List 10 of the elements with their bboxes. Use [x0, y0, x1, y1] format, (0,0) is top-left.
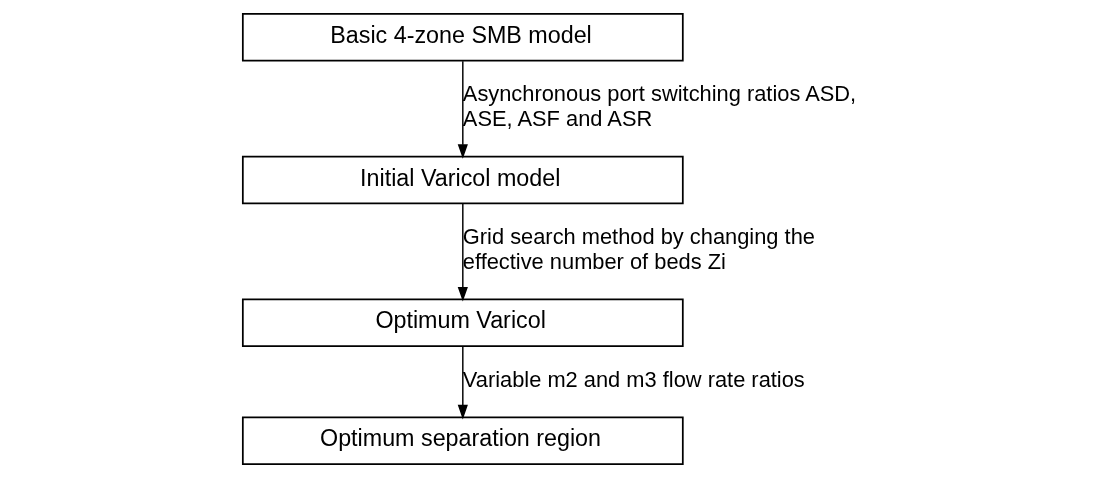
- node-box: Optimum Varicol: [241, 298, 684, 347]
- arrow: [457, 345, 468, 420]
- edge-label: Grid search method by changing the effective number of beds Zi: [462, 224, 815, 274]
- node-box: Basic 4-zone SMB model: [241, 13, 684, 62]
- edge-label: Asynchronous port switching ratios ASD, ASE, ASF and ASR: [462, 81, 856, 132]
- node-box: Initial Varicol model: [241, 155, 684, 205]
- node-box: Optimum separation region: [241, 416, 684, 465]
- arrow: [457, 203, 468, 302]
- arrow: [457, 60, 468, 159]
- edge-label: Variable m2 and m3 flow rate ratios: [462, 366, 805, 392]
